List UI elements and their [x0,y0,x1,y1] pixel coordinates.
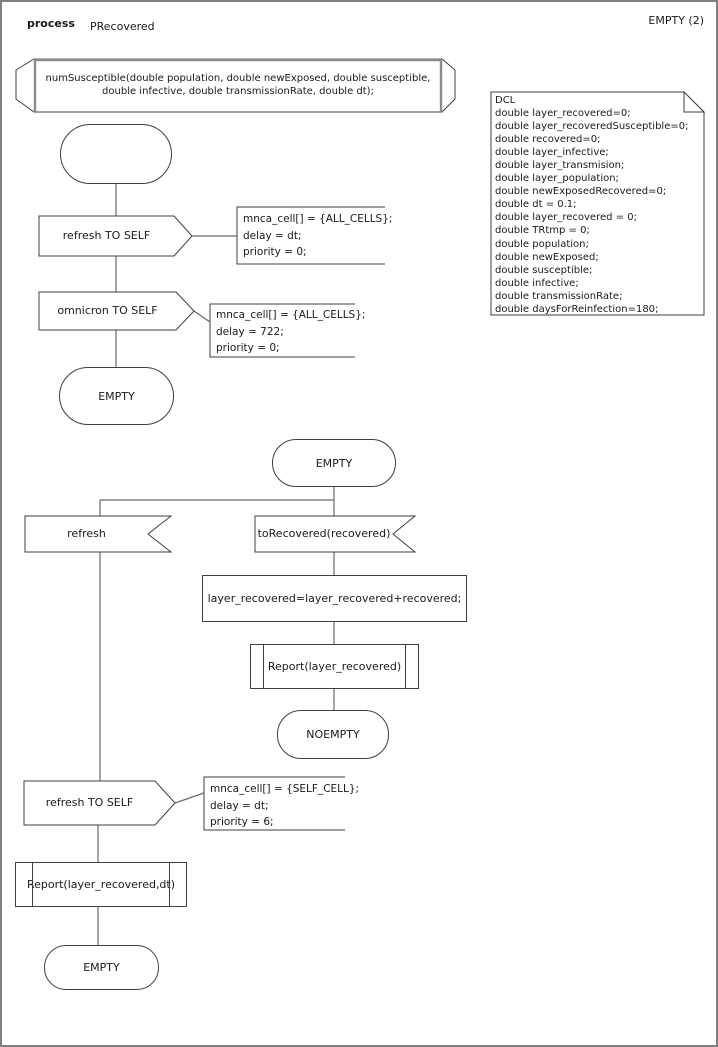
page-number-label: EMPTY (2) [648,14,704,27]
process-kind-label: process [27,17,75,30]
dcl-note-shape[interactable] [490,90,706,316]
procedure-bar-right [169,863,170,906]
procedure-bar-left [32,863,33,906]
process-name-label: PRecovered [90,20,155,33]
state-empty-main[interactable]: EMPTY [272,439,396,487]
start-state[interactable] [60,124,172,184]
output-refresh-to-self-2-shape[interactable] [23,780,176,826]
note-refresh-shape[interactable] [236,206,385,265]
procedure-call-report-dt[interactable]: Report(layer_recovered,dt) [15,862,187,907]
procedure-bar-left [263,645,264,688]
connector-lines [97,184,335,945]
state-empty-top[interactable]: EMPTY [59,367,174,425]
procedure-bar-right [405,645,406,688]
procedure-declaration-shape[interactable] [15,58,456,113]
state-noempty[interactable]: NOEMPTY [277,710,389,759]
output-omnicron-to-self-shape[interactable] [38,291,195,331]
state-empty-bottom[interactable]: EMPTY [44,945,159,990]
note-refresh-self-shape[interactable] [203,776,345,831]
input-torecovered-shape[interactable] [254,515,417,553]
procedure-call-report[interactable]: Report(layer_recovered) [250,644,419,689]
input-refresh-shape[interactable] [24,515,173,553]
task-assignment-box[interactable]: layer_recovered=layer_recovered+recovere… [202,575,467,622]
output-refresh-to-self-shape[interactable] [38,215,193,257]
note-omnicron-shape[interactable] [209,303,355,358]
